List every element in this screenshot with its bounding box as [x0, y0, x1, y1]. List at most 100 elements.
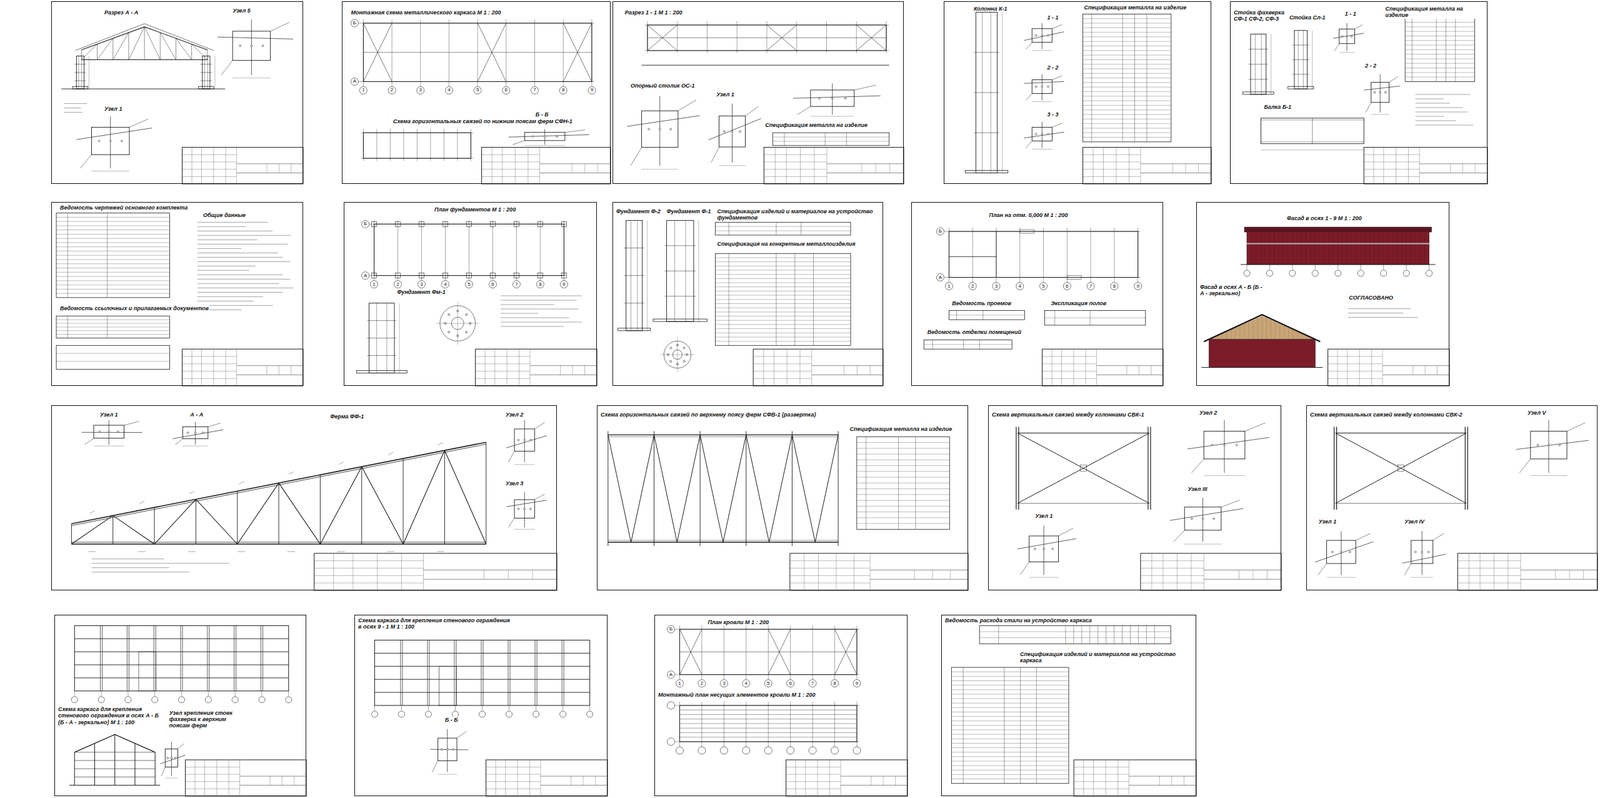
drawing-rect: [74, 625, 289, 690]
drawing-line: [506, 500, 547, 507]
drawing-line: [240, 784, 307, 785]
drawing-line: [1355, 231, 1357, 265]
axis-bubble: [698, 746, 706, 754]
drawing-line: [1395, 147, 1397, 184]
drawing-line: [775, 221, 777, 235]
drawing-line: [113, 32, 129, 60]
bolt: [1421, 550, 1424, 553]
drawing-line: [495, 759, 497, 796]
table-grid: [1045, 310, 1146, 325]
drawing-line: [197, 274, 283, 275]
drawing-line: [233, 625, 235, 690]
drawing-line: [430, 748, 469, 750]
drawing-line: [1230, 329, 1232, 339]
drawing-line: [514, 463, 535, 465]
title-block: [182, 147, 304, 184]
drawing-line: [56, 333, 170, 335]
drawing-line: [772, 140, 889, 142]
sheet-drawing: [350, 19, 611, 184]
drawing-line: [320, 474, 321, 544]
drawing-line: [1450, 163, 1451, 174]
drawing-line: [701, 625, 702, 679]
drawing-line: [597, 163, 599, 174]
drawing-line: [797, 106, 811, 115]
drawing-line: [314, 575, 424, 576]
sheet-heading: Узел 3: [505, 480, 524, 487]
drawing-line: [810, 115, 855, 117]
drawing-line: [818, 553, 819, 590]
drawing-line: [290, 365, 292, 375]
drawing-line: [527, 147, 529, 184]
drawing-line: [679, 625, 680, 679]
drawing-line: [1507, 553, 1509, 590]
drawing-line: [914, 569, 915, 579]
drawing-line: [106, 213, 108, 298]
drawing-line: [524, 420, 525, 462]
sheet-drawing: [71, 420, 557, 590]
drawing-line: [180, 625, 182, 690]
axis-bubble: [125, 696, 132, 703]
drawing-line: [191, 348, 193, 386]
drawing-line: [775, 253, 777, 345]
drawing-line: [485, 348, 486, 386]
drawing-line: [1083, 68, 1172, 70]
drawing-line: [1419, 147, 1420, 184]
axis-bubble: [350, 19, 359, 27]
drawing-rect: [1288, 86, 1314, 89]
bolt: [1346, 35, 1349, 38]
drawing-line: [505, 19, 507, 87]
drawing-line: [1031, 50, 1052, 51]
drawing-line: [1073, 780, 1129, 782]
drawing-line: [715, 336, 852, 337]
drawing-line: [1045, 317, 1146, 319]
drawing-line: [1140, 575, 1204, 576]
sheet-heading: Ведомость расхода стали на устройство ка…: [944, 616, 1093, 624]
bolt: [120, 140, 123, 142]
axis-bubble: [720, 746, 728, 754]
bolt: [250, 45, 253, 47]
drawing-line: [948, 256, 997, 257]
drawing-line: [535, 640, 536, 705]
drawing-line: [416, 128, 418, 161]
axis-bubble: [786, 679, 795, 687]
drawing-line: [931, 569, 933, 579]
drawing-line: [1073, 788, 1129, 789]
drawing-line: [680, 731, 858, 733]
axis-bubble: [720, 679, 728, 687]
drawing-line: [1202, 497, 1204, 542]
drawing-line: [951, 724, 1069, 725]
drawing-line: [951, 698, 1069, 699]
drawing-line: [608, 540, 839, 541]
drawing-line: [1475, 163, 1476, 174]
drawing-line: [1373, 147, 1375, 184]
drawing-line: [1354, 24, 1362, 29]
drawing-line: [1113, 625, 1115, 644]
axis-label: 1: [678, 680, 681, 686]
drawing-line: [185, 766, 240, 767]
drawing-line: [1083, 176, 1141, 177]
sheet-heading: Схема вертикальных связей между колоннам…: [1309, 411, 1463, 418]
drawing-line: [715, 323, 852, 325]
drawing-line: [836, 553, 837, 590]
bolt: [1034, 547, 1037, 550]
drawing-line: [1137, 227, 1139, 282]
axis-bubble: [1040, 282, 1048, 290]
drawing-line: [1191, 458, 1204, 473]
drawing-line: [113, 515, 155, 544]
drawing-line: [715, 270, 852, 271]
drawing-line: [825, 132, 826, 145]
drawing-line: [1128, 775, 1197, 777]
bolt: [670, 128, 672, 130]
drawing-line: [197, 243, 289, 245]
drawing-line: [1382, 374, 1450, 375]
table-grid: [856, 436, 950, 529]
drawing-line: [63, 111, 83, 113]
drawing-line: [106, 315, 108, 338]
drawing-line: [1363, 154, 1420, 155]
drawing-line: [1340, 530, 1342, 575]
drawing-sheet: Узел 1А - АФерма ФФ-1Узел 2Узел 3: [51, 405, 557, 590]
drawing-line: [514, 528, 535, 530]
drawing-line: [71, 523, 72, 544]
drawing-line: [535, 705, 537, 710]
axis-bubble: [667, 670, 675, 679]
